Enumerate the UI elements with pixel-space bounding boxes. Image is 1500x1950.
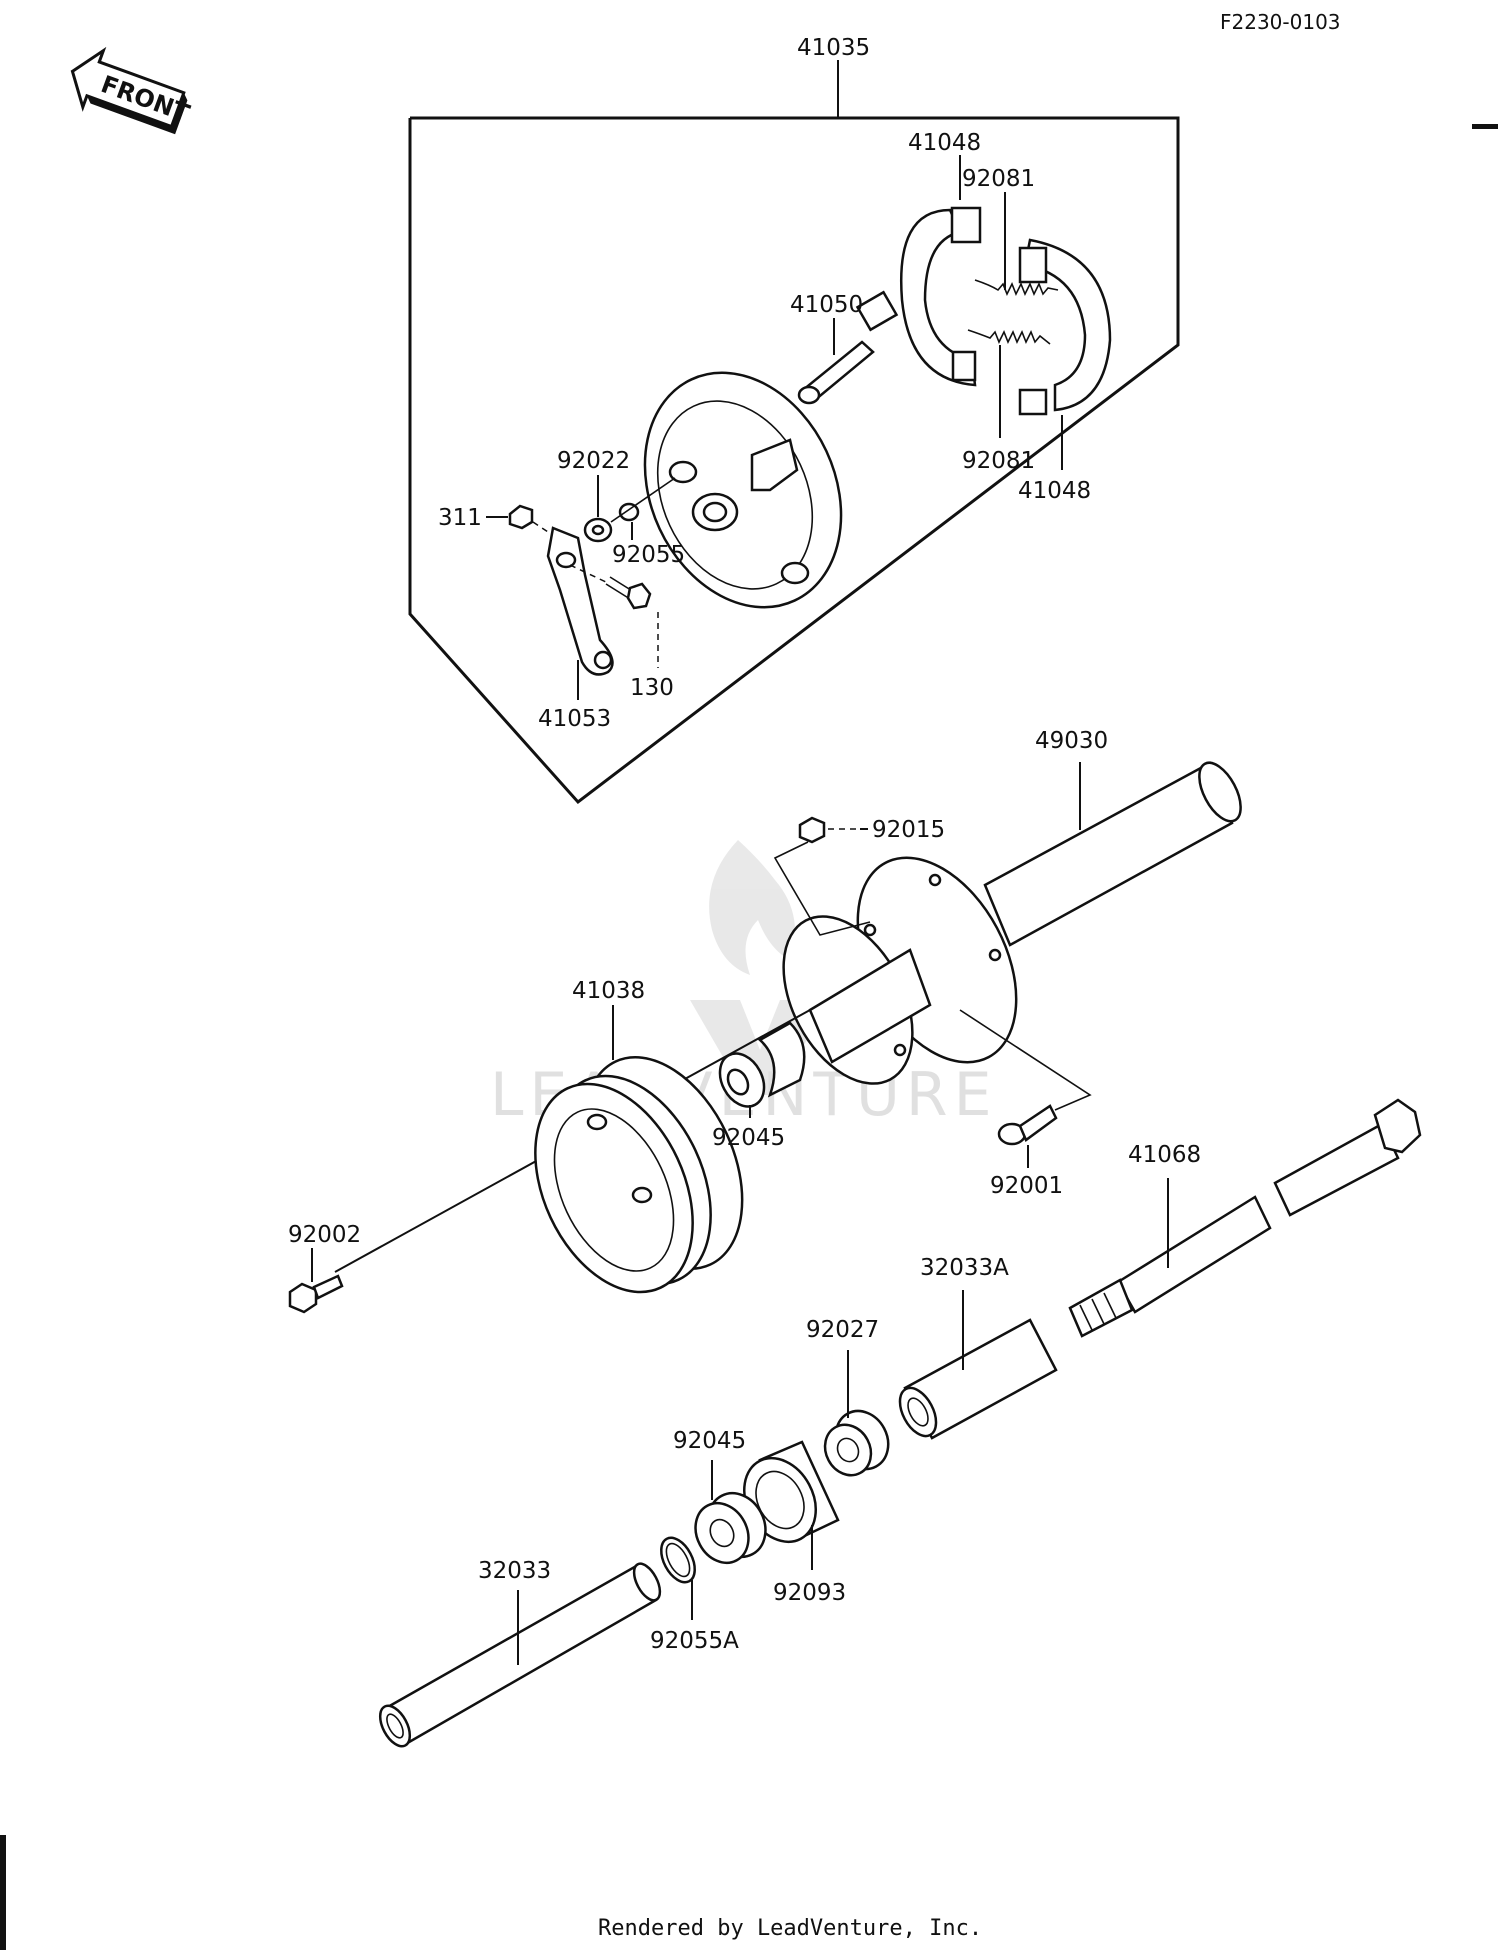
callout-92045: 92045 [673,1428,746,1454]
callout-41048-top: 41048 [908,130,981,156]
bolt-92002 [288,1274,344,1314]
callout-130: 130 [630,675,674,701]
spring-upper [974,279,1059,296]
edge-mark [1472,124,1498,129]
brake-panel [643,371,843,609]
bearing-92045-hub [718,1052,766,1108]
callout-92055A: 92055A [650,1628,739,1654]
nut-311 [508,504,534,530]
callout-41035: 41035 [797,35,870,61]
spring-lower [967,329,1051,345]
bolt-92001 [997,1104,1058,1146]
footer-credit: Rendered by LeadVenture, Inc. [598,1916,982,1941]
brake-cam [797,290,899,405]
diagram-ref: F2230-0103 [1220,10,1341,34]
brake-lever [546,526,614,676]
callout-92022: 92022 [557,448,630,474]
callout-41053: 41053 [538,706,611,732]
brake-drum-41038 [534,1056,744,1294]
callout-41068: 41068 [1128,1142,1201,1168]
axle-41068 [1068,1098,1422,1338]
washer-92055 [618,502,640,522]
hub-axle-49030 [757,761,1242,1098]
callout-41050: 41050 [790,292,863,318]
nut-92015 [798,816,826,844]
brake-shoe-upper [900,206,982,387]
front-arrow-icon: FRONT [70,46,194,135]
callout-92027: 92027 [806,1317,879,1343]
bearing-92045 [694,1491,767,1565]
callout-92081-bot: 92081 [962,448,1035,474]
brake-shoe-lower [1018,238,1112,416]
spacer-32033A [898,1318,1058,1440]
left-edge-mark [0,1835,6,1950]
callout-49030: 49030 [1035,728,1108,754]
callout-92002: 92002 [288,1222,361,1248]
callout-92081-top: 92081 [962,166,1035,192]
callout-32033: 32033 [478,1558,551,1584]
callout-32033A: 32033A [920,1255,1009,1281]
circlip-92055A [660,1536,696,1584]
callout-92093: 92093 [773,1580,846,1606]
spacer-32033 [378,1562,662,1748]
bolt-130 [605,576,652,610]
callout-41038: 41038 [572,978,645,1004]
callout-92001: 92001 [990,1173,1063,1199]
collar-92027 [823,1409,890,1477]
callout-92055: 92055 [612,542,685,568]
callout-92015: 92015 [872,817,945,843]
assembly-box [408,116,1180,805]
callout-41048-bot: 41048 [1018,478,1091,504]
callout-92045-hub: 92045 [712,1125,785,1151]
callout-311: 311 [438,505,482,531]
